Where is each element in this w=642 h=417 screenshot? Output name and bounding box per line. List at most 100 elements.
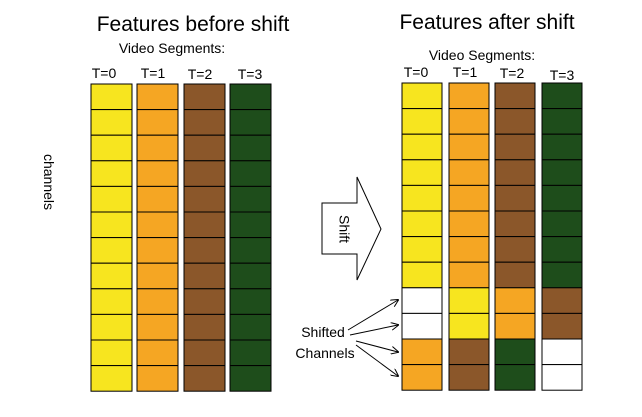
after-cell-t1 — [401, 338, 443, 366]
before-cell-t2 — [183, 160, 226, 187]
shift-arrow-label: Shift — [336, 215, 352, 243]
after-time-label: T=3 — [550, 67, 575, 83]
after-cell-t2 — [494, 261, 536, 289]
before-cell-t2 — [183, 134, 226, 162]
before-time-label: T=3 — [238, 66, 263, 82]
after-cell-t1 — [448, 133, 490, 161]
before-cell-t3 — [229, 160, 272, 187]
after-grid — [401, 82, 583, 391]
after-cell-t1 — [448, 210, 490, 238]
before-time-label: T=2 — [188, 66, 213, 82]
after-cell-t3 — [494, 364, 536, 391]
after-cell-t1 — [448, 82, 490, 110]
before-cell-t0 — [90, 211, 133, 239]
after-cell-t2 — [541, 312, 583, 340]
before-cell-t0 — [90, 339, 133, 367]
pointer-arrow — [347, 300, 398, 331]
after-cell-empty — [401, 287, 443, 314]
after-cell-t3 — [541, 82, 583, 110]
after-cell-t2 — [494, 159, 536, 186]
before-cell-t1 — [136, 185, 179, 213]
before-cell-t3 — [229, 83, 272, 111]
before-time-label: T=1 — [141, 65, 166, 81]
before-cell-t1 — [136, 365, 179, 392]
before-cell-t1 — [136, 83, 179, 111]
before-time-label: T=0 — [92, 65, 117, 81]
after-cell-empty — [541, 364, 583, 391]
before-cell-t2 — [183, 237, 226, 264]
before-cell-t1 — [136, 134, 179, 162]
after-cell-t0 — [448, 312, 490, 340]
before-cell-t1 — [136, 288, 179, 315]
after-cell-t1 — [494, 287, 536, 314]
after-cell-t3 — [541, 184, 583, 212]
before-cell-t1 — [136, 313, 179, 341]
before-cell-t2 — [183, 262, 226, 290]
after-cell-t3 — [541, 133, 583, 161]
after-subtitle: Video Segments: — [429, 47, 535, 63]
before-cell-t1 — [136, 262, 179, 290]
after-cell-t2 — [448, 364, 490, 391]
channels-label: channels — [41, 154, 57, 210]
after-cell-t3 — [541, 159, 583, 186]
before-cell-t3 — [229, 339, 272, 367]
after-time-label: T=1 — [453, 64, 478, 80]
after-cell-t3 — [541, 210, 583, 238]
before-cell-t1 — [136, 339, 179, 367]
before-cell-t1 — [136, 237, 179, 264]
before-cell-t1 — [136, 109, 179, 136]
before-cell-t1 — [136, 160, 179, 187]
before-cell-t3 — [229, 109, 272, 136]
after-cell-t0 — [401, 133, 443, 161]
before-cell-t2 — [183, 288, 226, 315]
before-cell-t0 — [90, 134, 133, 162]
before-cell-t0 — [90, 109, 133, 136]
after-cell-t1 — [448, 236, 490, 263]
channels-annotation-label: Channels — [295, 345, 354, 361]
pointer-arrows — [347, 300, 398, 376]
after-cell-t0 — [401, 82, 443, 110]
before-cell-t2 — [183, 313, 226, 341]
after-cell-t2 — [494, 108, 536, 135]
after-cell-t1 — [448, 108, 490, 135]
before-cell-t1 — [136, 211, 179, 239]
after-title: Features after shift — [399, 11, 574, 34]
after-cell-t0 — [401, 210, 443, 238]
before-cell-t2 — [183, 211, 226, 239]
before-cell-t3 — [229, 237, 272, 264]
before-cell-t3 — [229, 134, 272, 162]
before-cell-t0 — [90, 83, 133, 111]
before-cell-t3 — [229, 262, 272, 290]
after-cell-t2 — [494, 210, 536, 238]
before-cell-t2 — [183, 339, 226, 367]
before-cell-t0 — [90, 185, 133, 213]
after-cell-t0 — [401, 159, 443, 186]
after-cell-t3 — [494, 338, 536, 366]
before-grid — [90, 83, 272, 392]
pointer-arrow — [355, 340, 398, 352]
after-cell-t1 — [494, 312, 536, 340]
pointer-arrow — [349, 325, 398, 336]
before-cell-t3 — [229, 185, 272, 213]
after-cell-t0 — [401, 236, 443, 263]
before-cell-t3 — [229, 365, 272, 392]
shifted-label: Shifted — [301, 324, 345, 340]
after-cell-t0 — [401, 108, 443, 135]
after-cell-t2 — [494, 133, 536, 161]
before-cell-t0 — [90, 262, 133, 290]
after-cell-t2 — [541, 287, 583, 314]
before-cell-t3 — [229, 288, 272, 315]
after-cell-t2 — [494, 236, 536, 263]
before-title: Features before shift — [97, 13, 290, 36]
after-cell-t2 — [494, 184, 536, 212]
before-cell-t2 — [183, 365, 226, 392]
after-cell-empty — [401, 312, 443, 340]
after-cell-t0 — [448, 287, 490, 314]
before-cell-t0 — [90, 160, 133, 187]
before-cell-t2 — [183, 109, 226, 136]
before-subtitle: Video Segments: — [119, 40, 225, 56]
after-cell-t3 — [541, 108, 583, 135]
after-cell-t2 — [494, 82, 536, 110]
